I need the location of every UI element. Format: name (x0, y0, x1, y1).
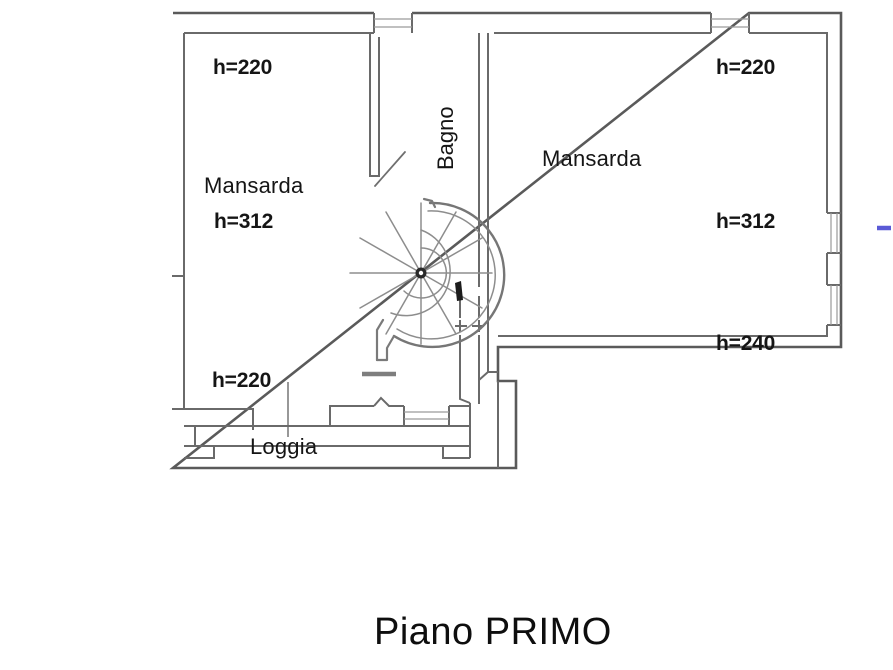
height-label-left-lower: h=312 (214, 210, 274, 233)
door-bagno (374, 151, 406, 187)
height-label-right-mid: h=312 (716, 210, 776, 233)
wall-middle-vertical (455, 296, 484, 404)
window-right-upper (827, 212, 841, 254)
room-label-mansarda-right: Mansarda (542, 146, 642, 171)
wall-bagno-partition (369, 33, 489, 296)
page-title: Piano PRIMO (374, 611, 612, 653)
window-right-lower (827, 284, 841, 326)
outer-wall-outline (169, 11, 843, 470)
window-top-right (710, 13, 750, 33)
room-label-bagno: Bagno (433, 106, 458, 170)
wall-loggia (184, 381, 499, 468)
spiral-staircase (349, 197, 506, 362)
height-label-loggia: h=220 (212, 369, 272, 392)
height-label-right-upper: h=220 (716, 56, 776, 79)
window-top-left (373, 13, 413, 33)
room-label-mansarda-left: Mansarda (204, 173, 304, 198)
room-label-loggia: Loggia (250, 434, 318, 459)
stair-treads (349, 202, 493, 345)
height-label-left-upper: h=220 (213, 56, 273, 79)
height-label-right-lower: h=240 (716, 332, 776, 355)
